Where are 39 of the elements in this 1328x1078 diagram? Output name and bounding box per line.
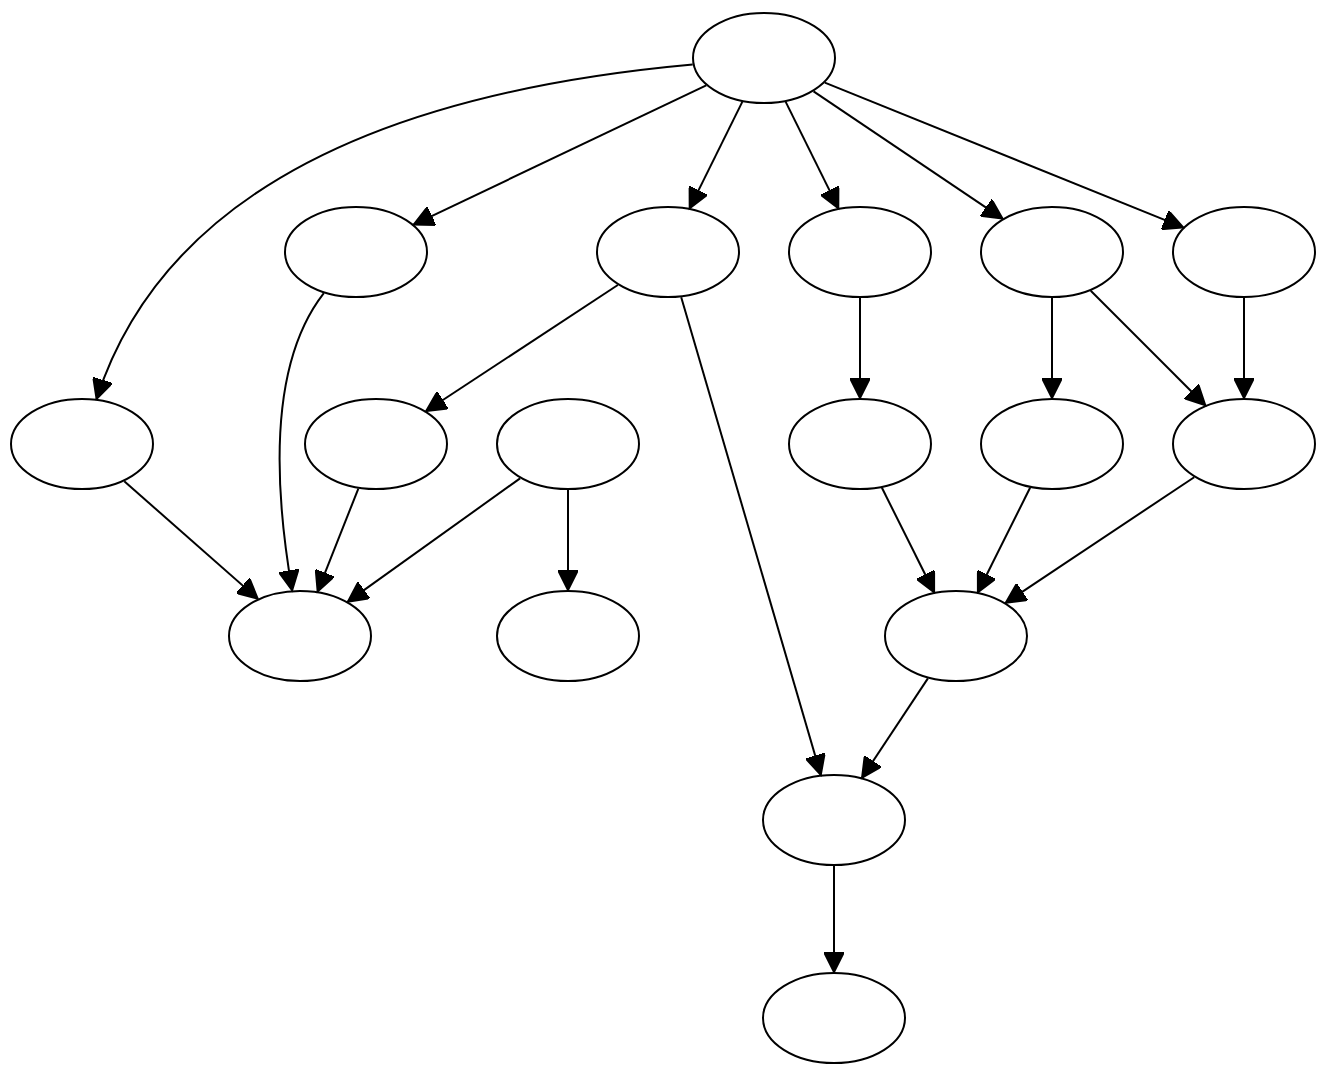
ellipse-node: [788, 206, 932, 298]
ellipse-node: [762, 774, 906, 866]
arrow: [680, 296, 826, 776]
ellipse-node: [1172, 398, 1316, 490]
arrow: [1089, 289, 1207, 407]
ellipse-node: [10, 398, 154, 490]
ellipse-node: [1172, 206, 1316, 298]
arrow: [976, 486, 1032, 594]
ellipse-node: [284, 206, 428, 298]
ellipse-node: [304, 398, 448, 490]
arrow: [278, 292, 325, 592]
arrow: [314, 487, 360, 593]
arrow: [425, 284, 619, 412]
ellipse-node: [496, 398, 640, 490]
arrow: [1233, 297, 1255, 399]
arrow: [1041, 297, 1063, 399]
arrow: [93, 63, 694, 400]
ellipse-node: [596, 206, 740, 298]
arrow: [849, 297, 871, 399]
ellipse-node: [980, 398, 1124, 490]
arrow: [861, 677, 929, 779]
arrow: [823, 81, 1185, 231]
arrow: [123, 480, 259, 600]
arrow: [812, 90, 1004, 220]
ellipse-node: [496, 590, 640, 682]
ellipse-node: [762, 972, 906, 1064]
arrow: [412, 84, 708, 226]
ellipse-node: [980, 206, 1124, 298]
ellipse-node: [228, 590, 372, 682]
ellipse-node: [788, 398, 932, 490]
arrow: [688, 100, 744, 210]
arrow: [784, 100, 840, 210]
arrow: [880, 486, 936, 594]
arrow: [823, 865, 845, 973]
arrow: [557, 489, 579, 591]
arrow: [1004, 476, 1196, 604]
ellipse-node: [692, 12, 836, 104]
arrow: [346, 477, 522, 603]
ellipse-node: [884, 590, 1028, 682]
